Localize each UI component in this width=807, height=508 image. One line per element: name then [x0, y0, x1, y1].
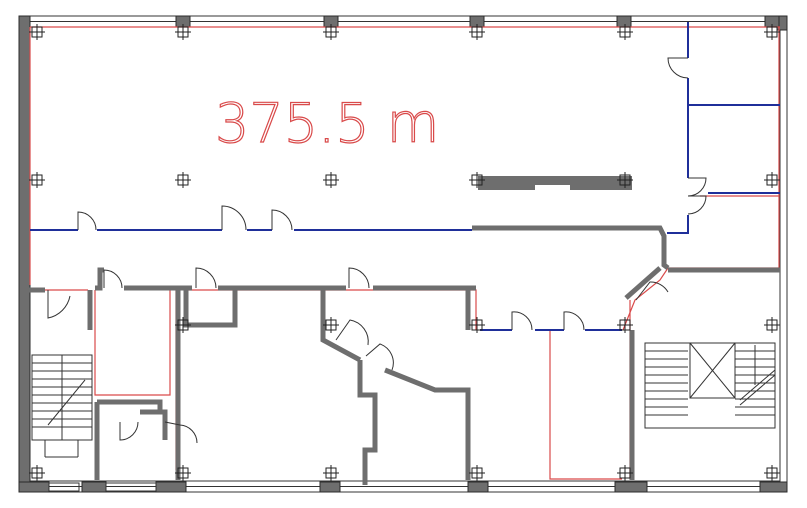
- column-grid-marker-icon: [29, 465, 45, 481]
- doors: [47, 57, 707, 444]
- column-grid-marker-icon: [175, 172, 191, 188]
- door-swing-icon[interactable]: [119, 421, 139, 441]
- door-swing-icon[interactable]: [667, 57, 689, 79]
- column-grid-marker-icon: [617, 465, 633, 481]
- column-grid-marker-icon: [175, 317, 191, 333]
- interior-walls: [29, 225, 780, 485]
- column-grid-marker-icon: [469, 24, 485, 40]
- structural-columns: [29, 24, 780, 481]
- door-swing-icon[interactable]: [271, 209, 293, 231]
- door-swing-icon[interactable]: [687, 195, 707, 215]
- door-swing-icon[interactable]: [635, 281, 669, 301]
- column-grid-marker-icon: [29, 24, 45, 40]
- door-swing-icon[interactable]: [77, 211, 97, 231]
- blue-partitions: [30, 22, 780, 331]
- right-window-band: [779, 26, 788, 483]
- column-grid-marker-icon: [617, 24, 633, 40]
- door-swing-icon[interactable]: [687, 177, 707, 197]
- column-grid-marker-icon: [323, 465, 339, 481]
- column-grid-marker-icon: [764, 172, 780, 188]
- counter-block: [478, 176, 632, 190]
- column-grid-marker-icon: [764, 465, 780, 481]
- column-grid-marker-icon: [469, 465, 485, 481]
- door-swing-icon[interactable]: [195, 267, 217, 289]
- column-grid-marker-icon: [764, 317, 780, 333]
- exterior-windows: [29, 15, 788, 493]
- column-grid-marker-icon: [29, 172, 45, 188]
- door-swing-icon[interactable]: [511, 311, 533, 331]
- door-swing-icon[interactable]: [47, 290, 71, 319]
- column-grid-marker-icon: [175, 465, 191, 481]
- column-grid-marker-icon: [469, 317, 485, 333]
- column-grid-marker-icon: [469, 172, 485, 188]
- staircase-icon: [644, 342, 776, 429]
- door-swing-icon[interactable]: [221, 205, 247, 231]
- column-grid-marker-icon: [175, 24, 191, 40]
- left-exterior-wall: [18, 15, 31, 493]
- door-swing-icon[interactable]: [164, 421, 198, 444]
- door-swing-icon[interactable]: [335, 319, 369, 346]
- area-label: 375.5 m: [215, 92, 439, 155]
- door-swing-icon[interactable]: [563, 311, 585, 331]
- exterior-walls: [18, 15, 788, 493]
- column-grid-marker-icon: [617, 317, 633, 333]
- column-grid-marker-icon: [764, 24, 780, 40]
- column-grid-marker-icon: [323, 172, 339, 188]
- elevator-shaft-icon: [689, 342, 736, 399]
- column-grid-marker-icon: [323, 24, 339, 40]
- door-swing-icon[interactable]: [365, 343, 394, 371]
- corner-pier-br: [759, 481, 788, 493]
- column-grid-marker-icon: [323, 317, 339, 333]
- door-swing-icon[interactable]: [103, 269, 123, 289]
- door-swing-icon[interactable]: [348, 267, 370, 289]
- column-grid-marker-icon: [617, 172, 633, 188]
- staircase-icon: [31, 354, 157, 492]
